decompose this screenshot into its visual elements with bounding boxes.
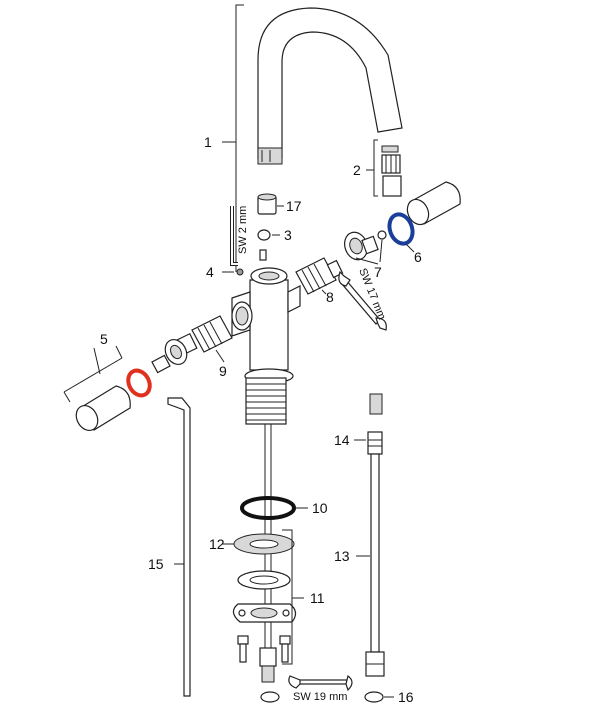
callout-1-bracket — [222, 4, 244, 272]
pin — [259, 249, 267, 261]
insert-17 — [257, 193, 284, 215]
wrench-19-size: SW 19 mm — [293, 691, 347, 703]
callout-5: 5 — [100, 331, 108, 347]
callout-1: 1 — [204, 134, 212, 150]
hex-key-size: SW 2 mm — [237, 206, 249, 254]
callout-15: 15 — [148, 556, 164, 572]
callout-16: 16 — [398, 689, 414, 705]
handle-right — [406, 181, 461, 226]
callout-7: 7 — [374, 264, 382, 280]
callout-8: 8 — [326, 289, 334, 305]
o-ring-3 — [257, 229, 280, 241]
callout-17: 17 — [286, 198, 302, 214]
callout-9: 9 — [219, 363, 227, 379]
callout-4: 4 — [206, 264, 214, 280]
callout-10: 10 — [312, 500, 328, 516]
callout-6: 6 — [414, 249, 422, 265]
cartridge-8 — [295, 257, 344, 295]
washer-12 — [222, 533, 295, 555]
adapter-7 — [344, 230, 387, 265]
seal-5-red — [126, 368, 152, 398]
callout-13: 13 — [334, 548, 350, 564]
washer-bottom-left — [260, 691, 280, 703]
callout-2: 2 — [353, 162, 361, 178]
grub-screw-4 — [222, 268, 244, 276]
mounting-bolts — [237, 635, 291, 683]
mounting-set-11 — [232, 529, 304, 665]
mixer-body — [231, 267, 301, 650]
callout-12: 12 — [209, 536, 225, 552]
wrench-19-tool: SW 19 mm — [288, 674, 353, 703]
callout-14: 14 — [334, 432, 350, 448]
callout-11: 11 — [310, 590, 325, 606]
washer-16 — [364, 691, 394, 703]
handle-group-5 — [63, 338, 188, 432]
seal-6-blue — [387, 212, 415, 253]
callout-3: 3 — [284, 227, 292, 243]
supply-hose-13 — [354, 393, 385, 677]
o-ring-10 — [240, 496, 308, 520]
lift-rod-15 — [167, 397, 191, 697]
spout — [257, 7, 403, 165]
hex-key-tool: SW 2 mm — [230, 206, 249, 266]
aerator-set — [366, 139, 402, 197]
